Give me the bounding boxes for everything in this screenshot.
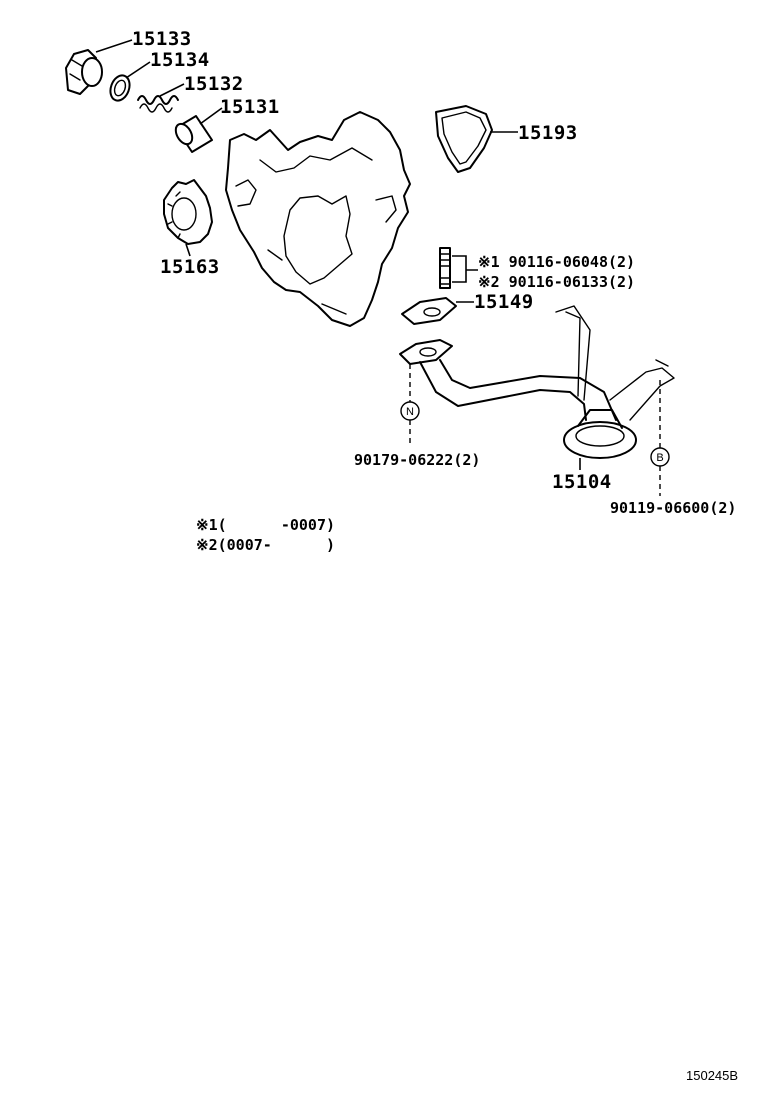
leader-15163 — [185, 243, 191, 257]
leader-15134 — [125, 61, 151, 79]
o-ring-15193 — [435, 105, 493, 173]
marker-b-circle — [650, 447, 670, 467]
strainer-flange — [399, 339, 453, 365]
stud-bolt — [439, 247, 451, 289]
label-15132: 15132 — [184, 73, 244, 95]
gasket-15149 — [401, 297, 457, 325]
oil-strainer-15104 — [419, 305, 675, 459]
leader-15133 — [95, 39, 133, 53]
leader-15132 — [159, 83, 185, 97]
relief-valve-15131 — [174, 115, 213, 153]
marker-b-letter: B — [656, 452, 663, 464]
marker-n-circle — [400, 401, 420, 421]
label-15163: 15163 — [160, 256, 220, 278]
label-bolt-1: ※1 90116-06048(2) — [478, 253, 636, 271]
marker-n-letter: N — [406, 406, 414, 418]
note-1: ※1( -0007) — [196, 516, 335, 534]
leader-bolts — [452, 255, 478, 283]
oil-pump-body — [225, 111, 411, 327]
label-15133: 15133 — [132, 28, 192, 50]
label-15104: 15104 — [552, 471, 612, 493]
note-2: ※2(0007- ) — [196, 536, 335, 554]
relief-valve-plug-15133 — [65, 49, 103, 95]
label-15134: 15134 — [150, 49, 210, 71]
figure-code: 150245B — [686, 1068, 739, 1083]
label-bolt-2: ※2 90116-06133(2) — [478, 273, 636, 291]
label-15149: 15149 — [474, 291, 534, 313]
leader-15131 — [199, 107, 223, 125]
label-90119: 90119-06600(2) — [610, 499, 737, 517]
spring-15132 — [137, 95, 179, 113]
label-15193: 15193 — [518, 122, 578, 144]
label-15131: 15131 — [220, 96, 280, 118]
driven-gear-15163 — [163, 179, 213, 245]
gasket-15134 — [109, 74, 131, 102]
label-90179: 90179-06222(2) — [354, 451, 481, 469]
